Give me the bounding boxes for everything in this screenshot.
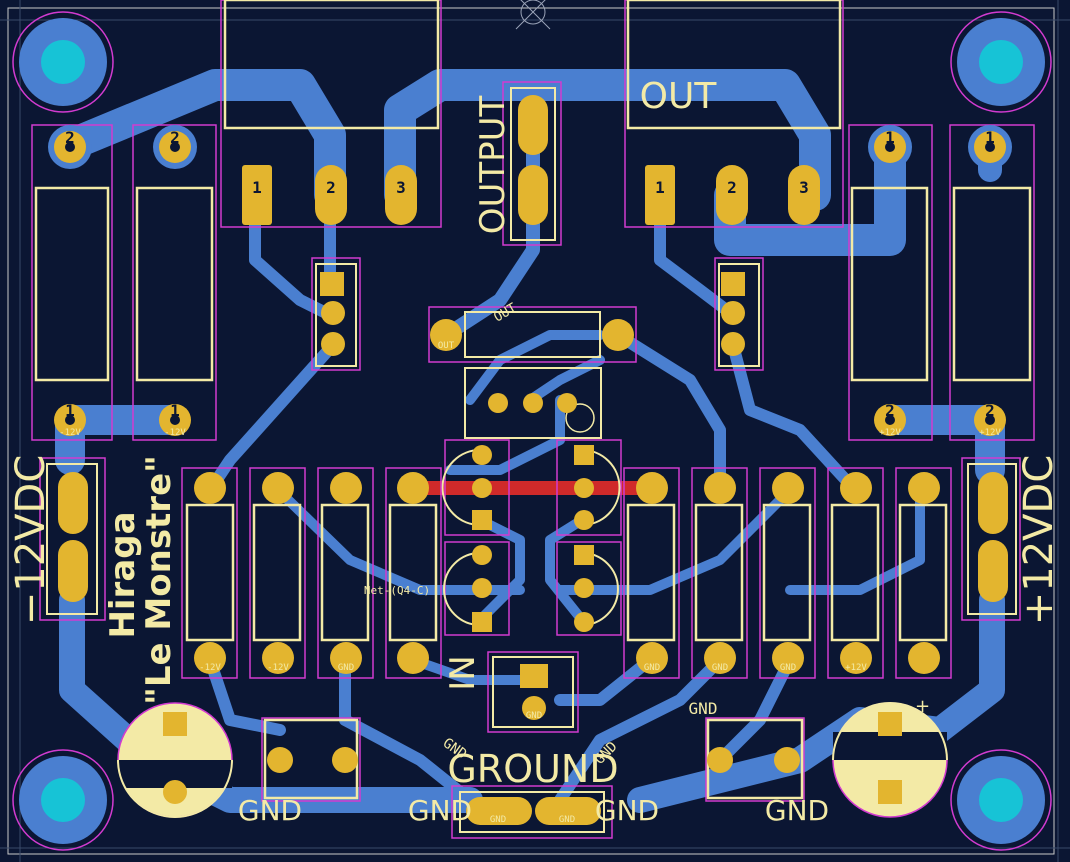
svg-text:+: +	[140, 792, 155, 813]
gnd-label-2: GND	[408, 794, 472, 827]
svg-text:1: 1	[252, 178, 262, 197]
pad-r2-bottom	[159, 404, 191, 436]
pad-label-gnd-c: GND	[712, 663, 728, 673]
svg-text:2: 2	[985, 401, 995, 420]
mounting-hole-br	[950, 749, 1052, 851]
pad-label-plus12-c: +12V	[845, 663, 867, 673]
output-label: OUTPUT	[473, 95, 513, 234]
svg-text:2: 2	[170, 128, 180, 147]
pad-r1-bottom	[54, 404, 86, 436]
pads	[48, 95, 1012, 825]
pad-label-gnd-g: GND	[526, 711, 542, 721]
svg-text:1: 1	[170, 401, 180, 420]
pad-label-out: OUT	[438, 341, 455, 351]
net-label-gnd-right: GND	[689, 699, 718, 718]
pad-label-gnd-a: GND	[338, 663, 354, 673]
mounting-hole-tr	[950, 11, 1052, 113]
pad-r1-top	[48, 125, 92, 169]
pad-label-minus12-c: -12V	[199, 663, 221, 673]
pos-supply-label: +12VDC	[1016, 455, 1062, 626]
pad-label-gnd-f: GND	[559, 815, 575, 825]
gnd-label-1: GND	[238, 794, 302, 827]
svg-text:2: 2	[885, 401, 895, 420]
pad-r2-top	[153, 125, 197, 169]
pad-label-gnd-e: GND	[490, 815, 506, 825]
pad-r3-bottom	[874, 404, 906, 436]
pad-label-plus12-a: +12V	[879, 428, 901, 438]
title-line2: "Le Monstre"	[139, 455, 179, 705]
title-line1: Hiraga	[103, 511, 143, 638]
svg-text:2: 2	[727, 178, 737, 197]
electrolytic-cap-right: +	[832, 696, 948, 818]
svg-text:+: +	[915, 696, 930, 717]
pad-label-gnd-b: GND	[644, 663, 660, 673]
pad-labels: -12V -12V +12V +12V -12V -12V GND GND GN…	[59, 341, 1001, 825]
svg-text:1: 1	[885, 128, 895, 147]
gnd-label-3: GND	[595, 794, 659, 827]
in-label: IN	[443, 655, 483, 690]
pad-label-minus12-a: -12V	[59, 428, 81, 438]
svg-text:3: 3	[799, 178, 809, 197]
pad-label-plus12-b: +12V	[979, 428, 1001, 438]
neg-supply-label: −12VDC	[8, 455, 54, 626]
svg-text:3: 3	[396, 178, 406, 197]
board-edge	[7, 7, 1055, 855]
gnd-label-4: GND	[765, 794, 829, 827]
ground-label: GROUND	[447, 747, 618, 791]
pad-r4-bottom	[974, 404, 1006, 436]
svg-text:1: 1	[985, 128, 995, 147]
svg-text:2: 2	[326, 178, 336, 197]
pad-r4-top	[968, 125, 1012, 169]
mounting-holes	[12, 11, 1052, 851]
mounting-hole-tl	[12, 11, 114, 113]
pad-r3-top	[868, 125, 912, 169]
svg-text:1: 1	[65, 401, 75, 420]
pad-label-minus12-d: -12V	[267, 663, 289, 673]
svg-text:2: 2	[65, 128, 75, 147]
pad-label-minus12-b: -12V	[164, 428, 186, 438]
origin-marker	[515, 0, 551, 30]
pad-numbers: 2 2 1 1 1 1 2 2 1 2 3 1 2 3	[65, 128, 995, 420]
mounting-hole-bl	[12, 749, 114, 851]
net-label-q4: Net-(Q4-C)	[364, 584, 430, 597]
footprints	[31, 0, 1035, 839]
electrolytic-cap-left: +	[117, 702, 233, 818]
pad-label-gnd-d: GND	[780, 663, 796, 673]
out-label: OUT	[640, 76, 718, 117]
svg-text:1: 1	[655, 178, 665, 197]
